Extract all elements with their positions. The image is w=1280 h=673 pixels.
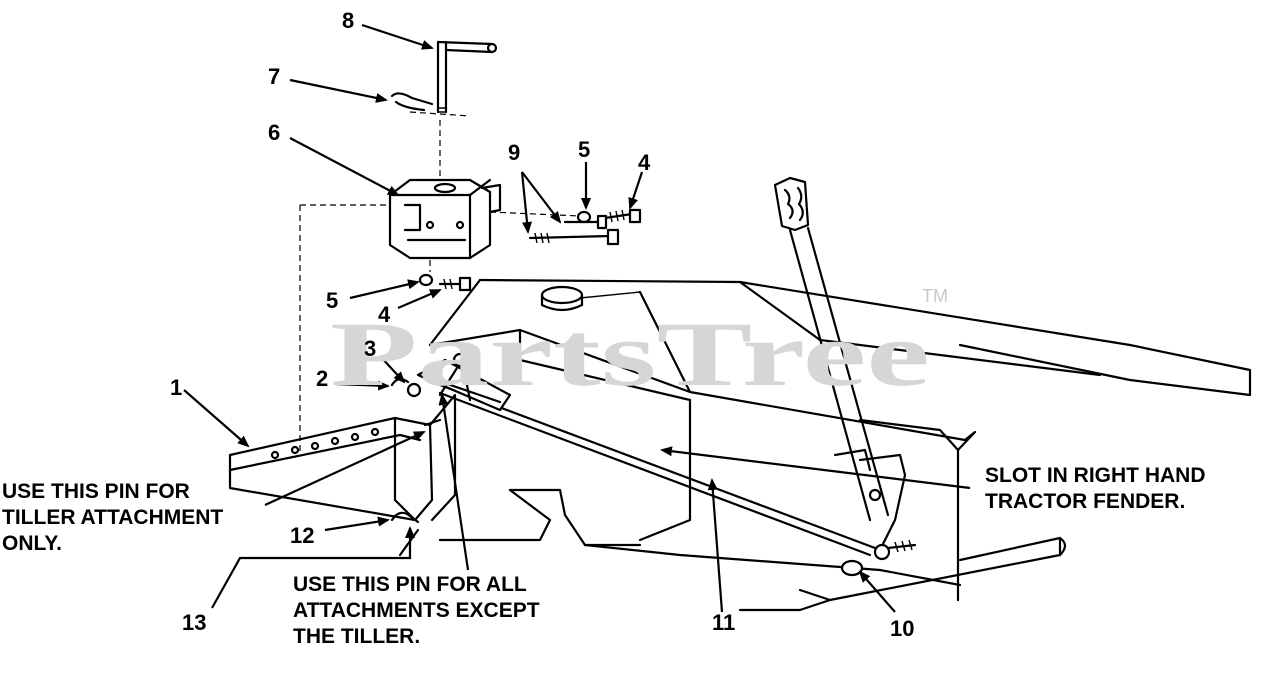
- note-slot: SLOT IN RIGHT HAND TRACTOR FENDER.: [985, 464, 1206, 513]
- assembly-lines: [299, 111, 581, 455]
- hair-pin: [390, 92, 434, 112]
- tractor-fender: [428, 278, 1252, 612]
- watermark-trademark: TM: [922, 286, 948, 306]
- callout-8: 8: [342, 8, 354, 33]
- callout-10: 10: [890, 616, 914, 641]
- watermark-text: PartsTree: [330, 303, 930, 405]
- callout-4-top: 4: [638, 150, 651, 175]
- fuel-cap: [540, 285, 584, 312]
- note-slot-line-1: SLOT IN RIGHT HAND: [985, 464, 1206, 487]
- callout-9: 9: [508, 140, 520, 165]
- note-all-line-1: USE THIS PIN FOR ALL: [293, 573, 527, 596]
- note-tiller-pin: USE THIS PIN FOR TILLER ATTACHMENT ONLY.: [2, 480, 223, 555]
- callout-6: 6: [268, 120, 280, 145]
- l-pin: [436, 40, 498, 114]
- callout-5-top: 5: [578, 137, 590, 162]
- callout-13: 13: [182, 610, 206, 635]
- note-tiller-line-2: TILLER ATTACHMENT: [2, 506, 223, 529]
- callout-2: 2: [316, 366, 328, 391]
- note-all-pin: USE THIS PIN FOR ALL ATTACHMENTS EXCEPT …: [293, 573, 540, 648]
- callout-5-bottom: 5: [326, 288, 338, 313]
- callout-3: 3: [364, 336, 376, 361]
- note-all-line-2: ATTACHMENTS EXCEPT: [293, 599, 540, 622]
- callout-1: 1: [170, 375, 182, 400]
- hitch-frame: [228, 352, 472, 522]
- lift-lever: [773, 176, 917, 577]
- bracket: [388, 178, 502, 260]
- callout-12: 12: [290, 523, 314, 548]
- note-tiller-line-3: ONLY.: [2, 532, 62, 555]
- callout-4-bottom: 4: [378, 302, 391, 327]
- callout-7: 7: [268, 64, 280, 89]
- note-slot-line-2: TRACTOR FENDER.: [985, 490, 1185, 513]
- lift-rod: [416, 358, 877, 557]
- callout-11: 11: [712, 610, 735, 635]
- note-all-line-3: THE TILLER.: [293, 625, 420, 648]
- bolts-and-washers: [418, 208, 642, 292]
- note-tiller-line-1: USE THIS PIN FOR: [2, 480, 190, 503]
- leader-lines: [183, 23, 971, 613]
